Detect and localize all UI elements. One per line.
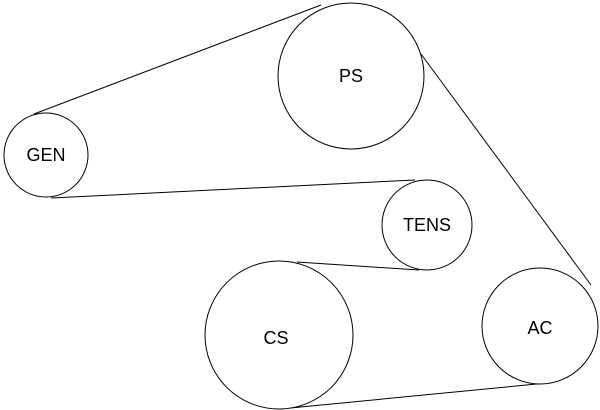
belt-segment-cs-ac: [279, 382, 548, 410]
pulley-tens-label: TENS: [403, 215, 451, 235]
pulley-gen: GEN: [3, 112, 89, 198]
belt-segment-gen-tens: [50, 179, 416, 199]
pulley-cs-label: CS: [263, 328, 288, 348]
pulley-cs: CS: [204, 260, 354, 410]
pulley-gen-label: GEN: [26, 145, 65, 165]
pulley-ps: PS: [277, 2, 425, 150]
pulley-tens: TENS: [381, 179, 473, 271]
pulley-ps-label: PS: [339, 66, 363, 86]
pulley-ac-label: AC: [527, 318, 552, 338]
pulley-ac: AC: [481, 267, 599, 385]
belt-segment-tens-cs: [296, 261, 420, 271]
belt-segment-gen-ps: [33, 4, 322, 115]
belt-segment-ps-ac: [420, 53, 592, 286]
